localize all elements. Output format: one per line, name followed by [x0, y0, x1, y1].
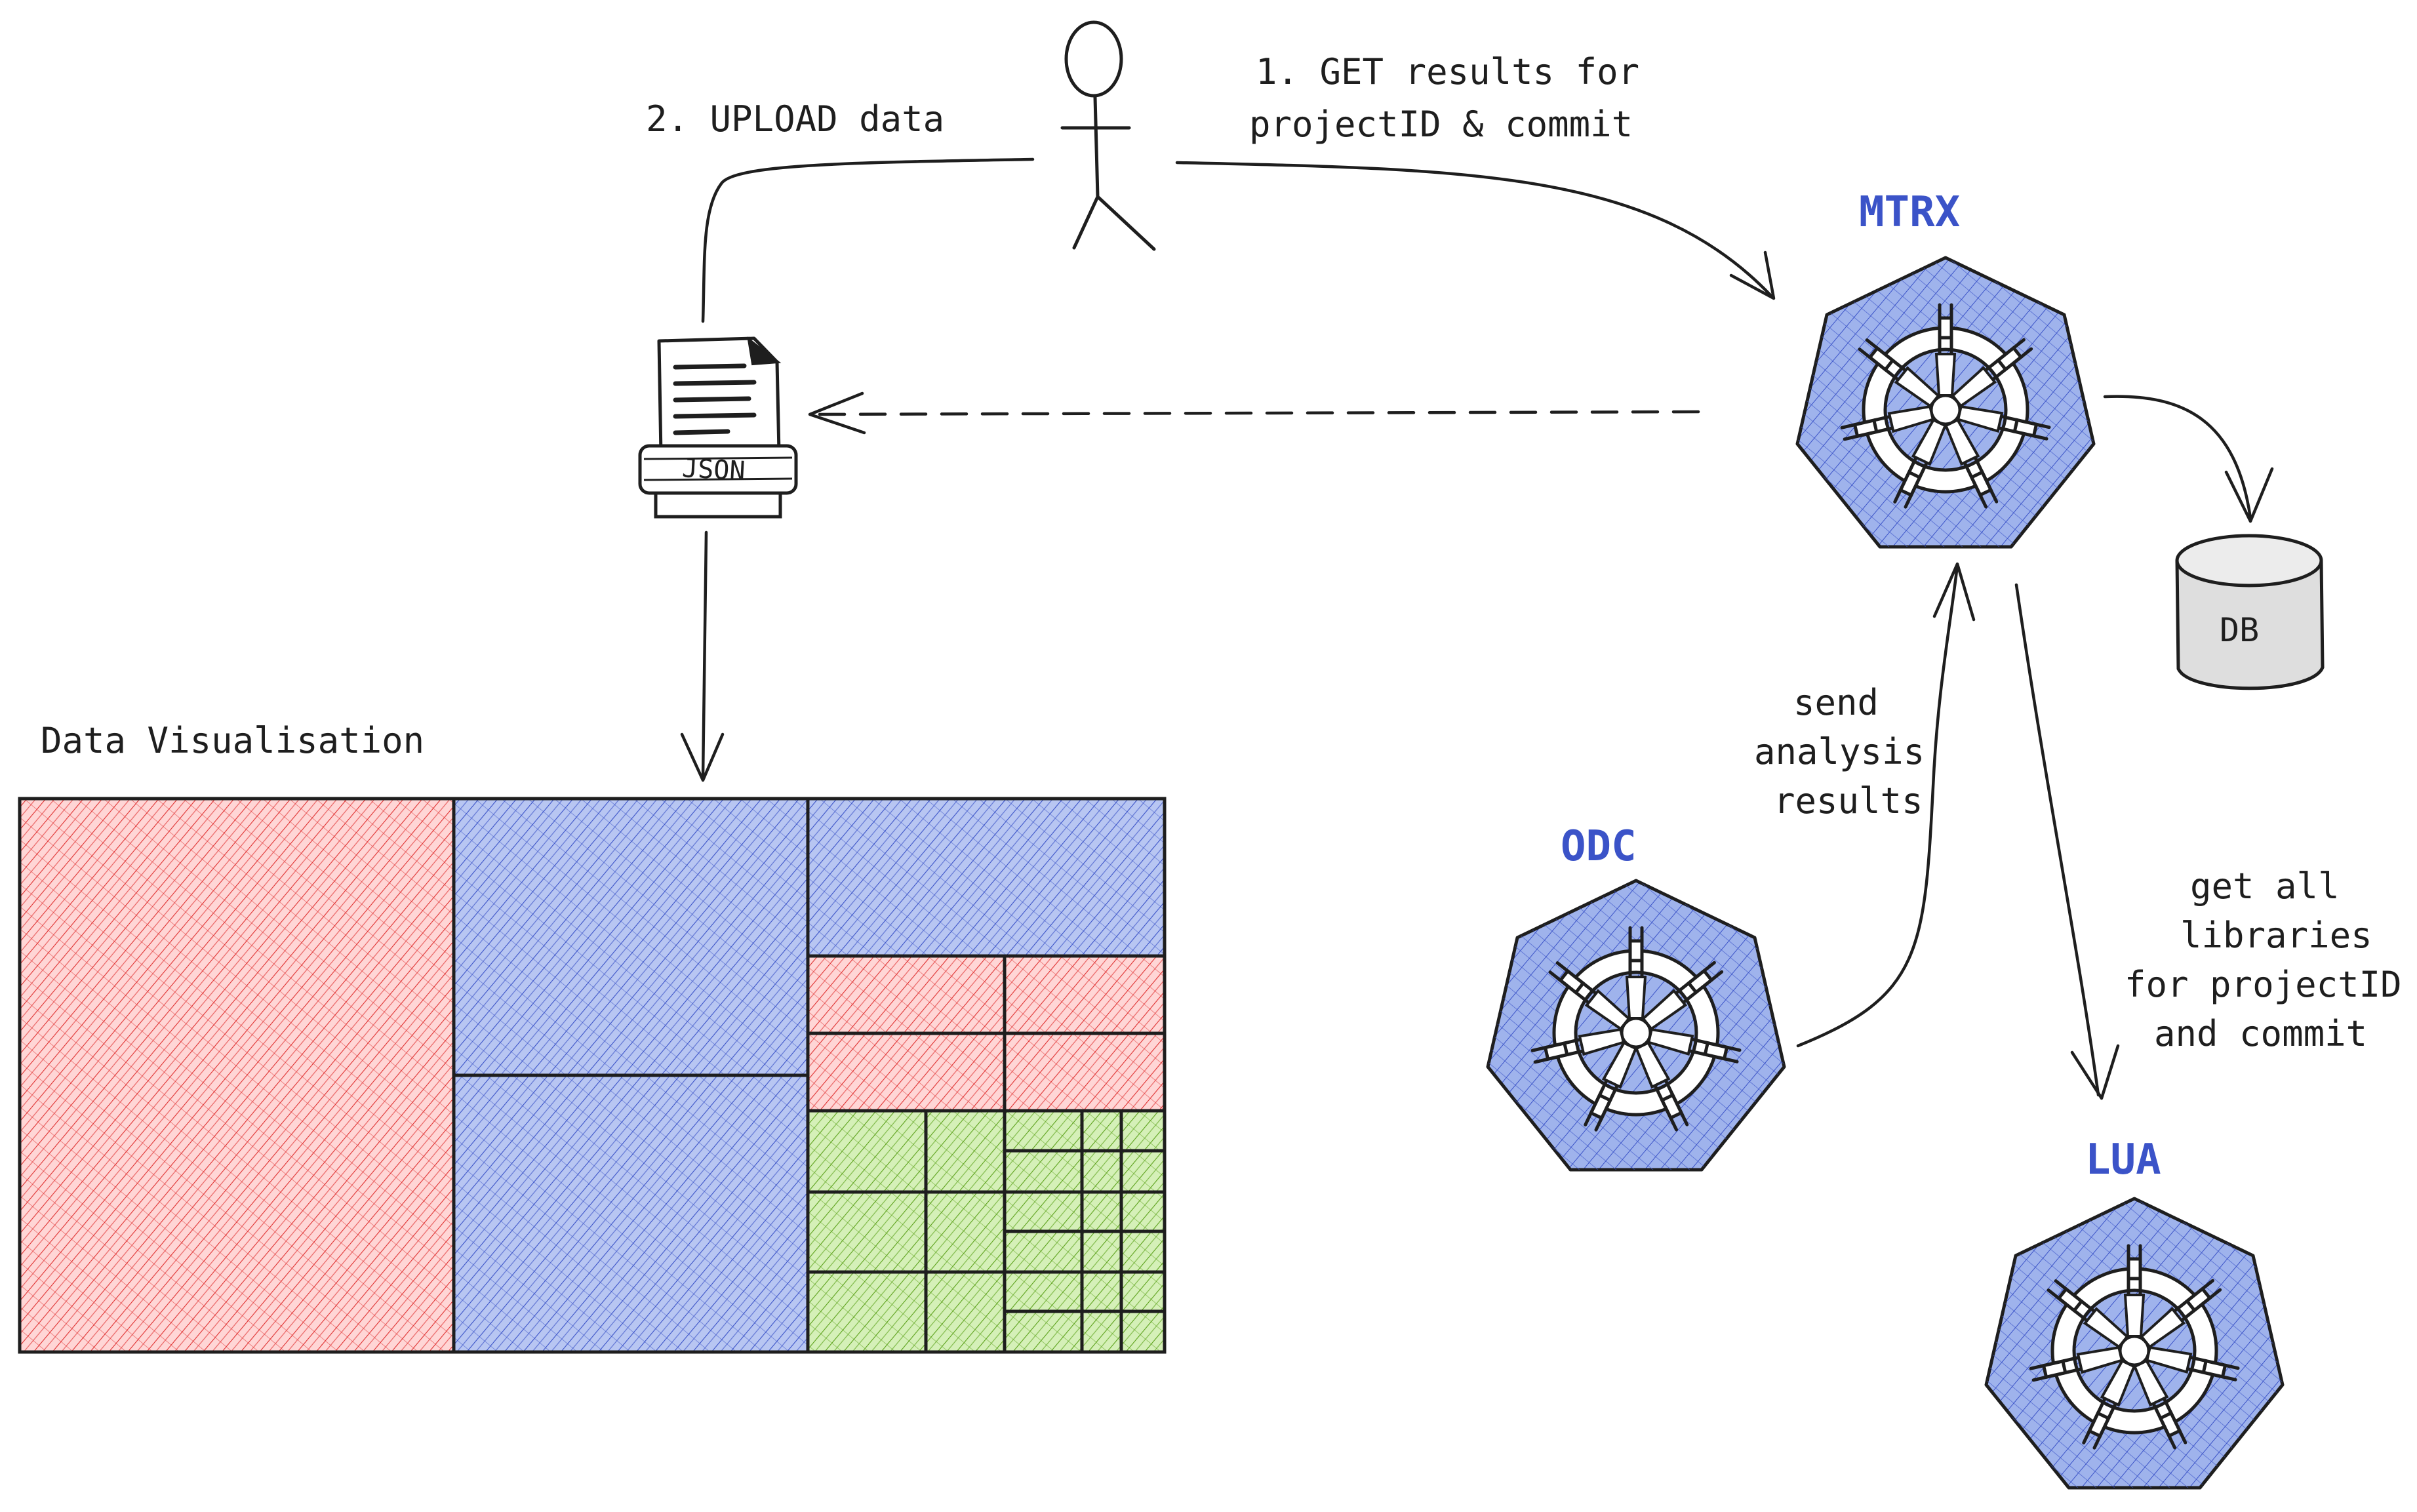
- db-cylinder-icon[interactable]: DB: [2175, 534, 2325, 690]
- treemap-cell-blue-top: [452, 797, 810, 1077]
- mtrx-to-db-arrow: [2103, 395, 2252, 520]
- send-label-line2: analysis: [1754, 731, 1925, 772]
- mtrx-kubernetes-icon[interactable]: [1797, 258, 2094, 547]
- libraries-label-line4: and commit: [2154, 1013, 2367, 1054]
- treemap-cell-blue-bottom: [452, 1073, 810, 1354]
- treemap-cell-green-block: [806, 1109, 1167, 1354]
- mtrx-to-lua-arrow: [2014, 583, 2100, 1097]
- mtrx-to-db-arrowhead: [2224, 467, 2274, 523]
- mtrx-to-lua-arrowhead: [2070, 1044, 2120, 1100]
- lua-label: LUA: [2085, 1136, 2161, 1184]
- get-results-label-line1: 1. GET results for: [1256, 51, 1639, 92]
- odc-to-mtrx-arrowhead: [1932, 562, 1976, 622]
- mtrx-label: MTRX: [1859, 188, 1960, 237]
- libraries-label-line1: get all: [2190, 865, 2340, 907]
- data-visualisation-label: Data Visualisation: [41, 720, 424, 761]
- odc-label: ODC: [1561, 822, 1637, 871]
- treemap-cell-blue-right: [806, 797, 1167, 958]
- response-dashed-arrow: [811, 410, 1700, 416]
- odc-kubernetes-icon[interactable]: [1488, 881, 1784, 1170]
- lua-kubernetes-icon[interactable]: [1986, 1199, 2283, 1488]
- get-results-label-line2: projectID & commit: [1249, 104, 1633, 145]
- json-label: JSON: [681, 453, 746, 487]
- upload-arrow: [701, 157, 1035, 323]
- json-to-visualisation-arrowhead: [680, 732, 725, 782]
- upload-data-label: 2. UPLOAD data: [646, 98, 944, 140]
- treemap-cell-red-small: [806, 954, 1167, 1113]
- odc-to-mtrx-arrow: [1796, 563, 1959, 1048]
- treemap: [18, 797, 1167, 1354]
- json-document-icon: JSON: [638, 336, 798, 519]
- treemap-cell-red-large: [18, 797, 456, 1354]
- user-stick-figure-icon: [1060, 20, 1156, 251]
- get-results-arrowhead: [1729, 250, 1776, 300]
- send-label-line1: send: [1793, 682, 1879, 723]
- libraries-label-line2: libraries: [2180, 915, 2372, 956]
- response-dashed-arrowhead: [808, 391, 866, 435]
- json-to-visualisation-arrow: [701, 530, 708, 779]
- get-results-arrow: [1175, 161, 1772, 297]
- libraries-label-line3: for projectID: [2125, 964, 2402, 1005]
- send-label-line3: results: [1774, 780, 1923, 822]
- db-label: DB: [2220, 611, 2259, 649]
